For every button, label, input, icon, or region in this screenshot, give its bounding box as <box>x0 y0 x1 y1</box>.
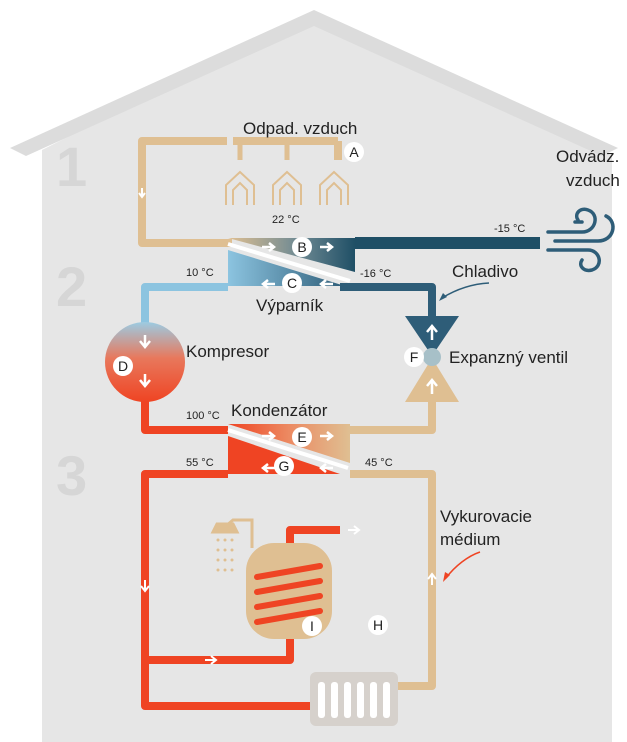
flow-arrow-icon <box>138 188 146 199</box>
compressor-d <box>105 322 185 402</box>
temp-minus15: -15 °C <box>494 223 525 235</box>
point-h-label: H <box>373 617 383 633</box>
point-f-label: F <box>410 349 419 365</box>
outgoing-air-duct <box>355 237 540 249</box>
point-b-marker <box>292 237 312 257</box>
point-d-marker <box>113 356 133 376</box>
heat-exchanger-g <box>228 436 340 474</box>
section-number-3: 3 <box>56 444 87 507</box>
point-c-label: C <box>287 275 297 291</box>
temp-100: 100 °C <box>186 410 220 422</box>
point-i-label: I <box>310 618 314 634</box>
point-h-marker <box>368 615 388 635</box>
heating-coil <box>254 563 323 625</box>
evaporator-c <box>228 250 345 286</box>
exhaust-air-label: Odpad. vzduch <box>243 119 357 138</box>
temp-45: 45 °C <box>365 457 393 469</box>
heating-medium-label-line1: Vykurovacie <box>440 507 532 526</box>
temp-minus16: -16 °C <box>360 268 391 280</box>
point-g-label: G <box>279 458 290 474</box>
section-number-2: 2 <box>56 255 87 318</box>
shower-icon <box>210 518 254 572</box>
condenser-label: Kondenzátor <box>231 401 328 420</box>
point-i-marker <box>302 616 322 636</box>
outgoing-air-label-line2: vzduch <box>566 171 620 190</box>
temp-22: 22 °C <box>272 214 300 226</box>
point-b-label: B <box>297 239 306 255</box>
wind-icon <box>546 207 615 273</box>
temp-10: 10 °C <box>186 267 214 279</box>
house-outline <box>0 10 627 742</box>
point-a-label: A <box>349 144 359 160</box>
heating-medium-label-line2: médium <box>440 530 500 549</box>
evaporator-label: Výparník <box>256 296 324 315</box>
outgoing-air-label-line1: Odvádz. <box>556 147 619 166</box>
expansion-valve-f <box>423 348 441 366</box>
point-c-marker <box>282 273 302 293</box>
expansion-valve-label: Expanzný ventil <box>449 348 568 367</box>
point-a-marker <box>344 142 364 162</box>
section-number-1: 1 <box>56 135 87 198</box>
point-d-label: D <box>118 358 128 374</box>
temp-55: 55 °C <box>186 457 214 469</box>
radiator-icon <box>310 672 398 726</box>
compressor-label: Kompresor <box>186 342 269 361</box>
point-e-label: E <box>297 429 306 445</box>
flow-arrows <box>260 242 335 473</box>
condenser-e <box>228 424 350 463</box>
point-f-marker <box>404 347 424 367</box>
point-e-marker <box>292 427 312 447</box>
rising-air-icon <box>225 170 349 205</box>
point-g-marker <box>274 456 294 476</box>
refrigerant-label: Chladivo <box>452 262 518 281</box>
